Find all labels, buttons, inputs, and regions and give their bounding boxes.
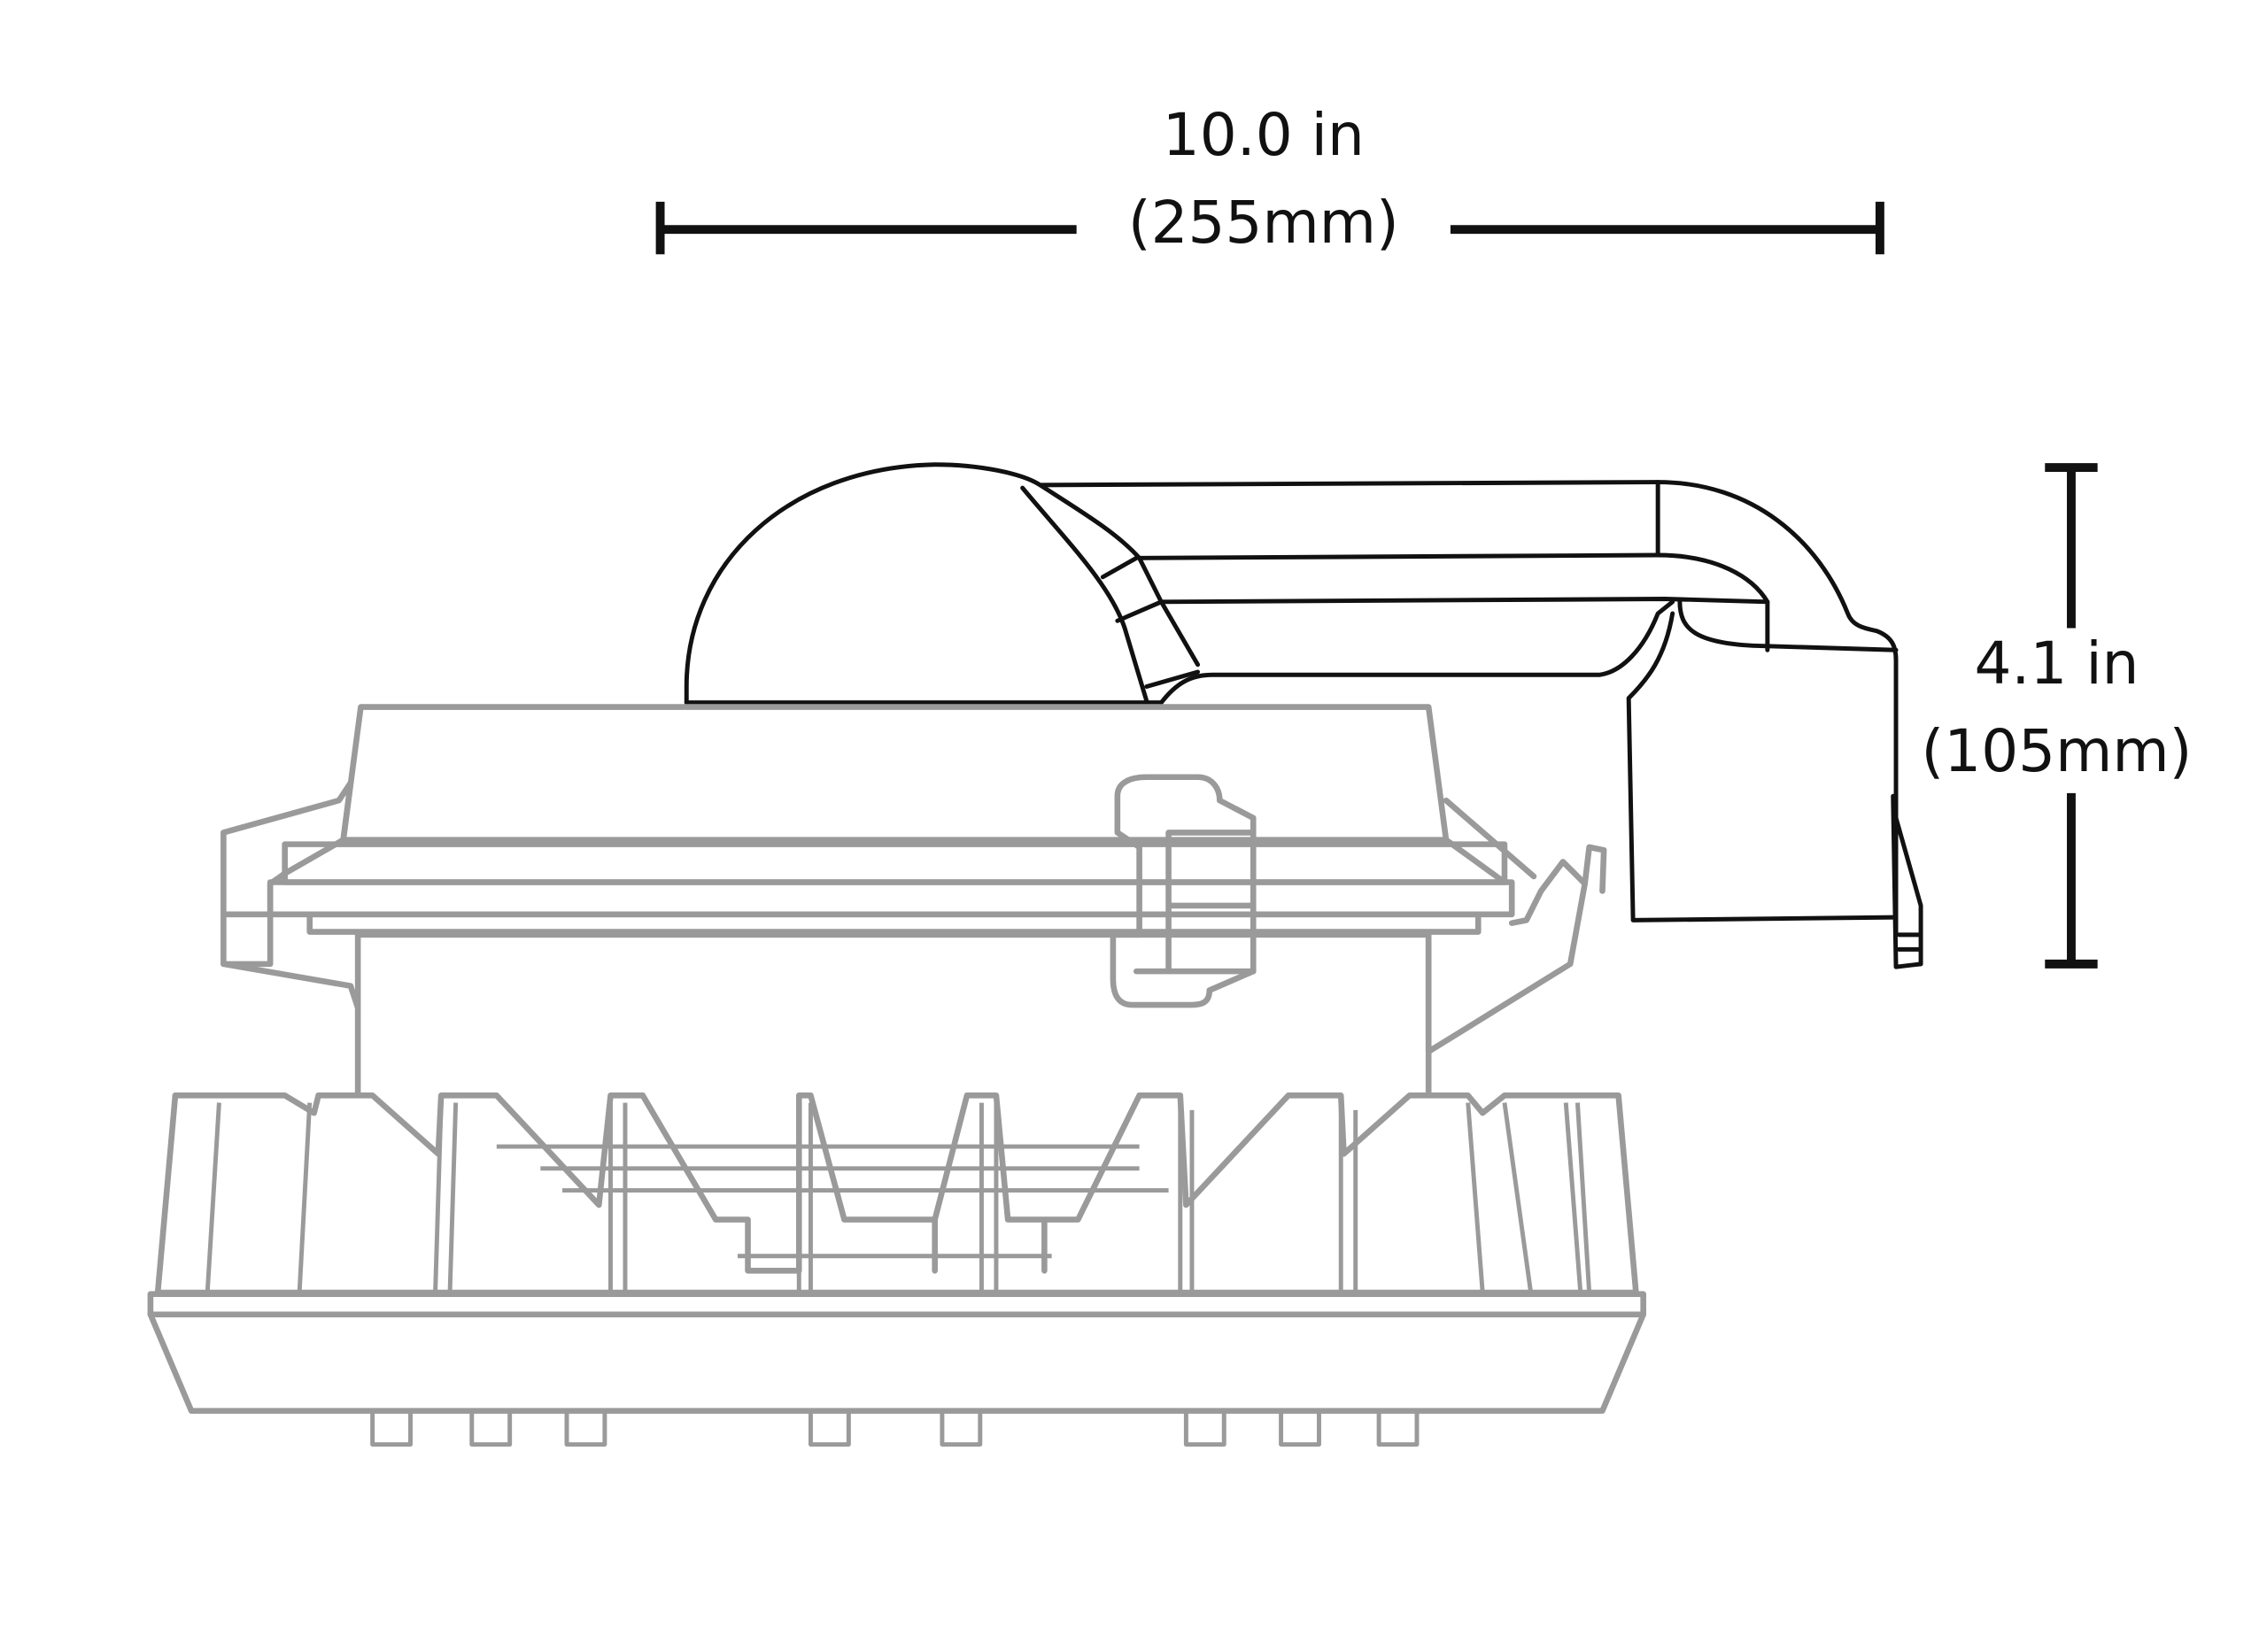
- feet: [370, 1409, 1420, 1447]
- height-dimension: 4.1 in (105mm): [1922, 463, 2193, 969]
- base-plate: [147, 1291, 1646, 1447]
- width-metric-label: (255mm): [1128, 189, 1399, 257]
- heat-sink: [154, 1092, 1639, 1296]
- width-dimension: 10.0 in (255mm): [655, 101, 1884, 257]
- hood-shield: [684, 462, 1923, 969]
- width-imperial-label: 10.0 in: [1163, 101, 1365, 169]
- height-metric-label: (105mm): [1922, 717, 2193, 785]
- height-imperial-label: 4.1 in: [1974, 629, 2139, 698]
- fixture-housing: [221, 704, 1607, 1096]
